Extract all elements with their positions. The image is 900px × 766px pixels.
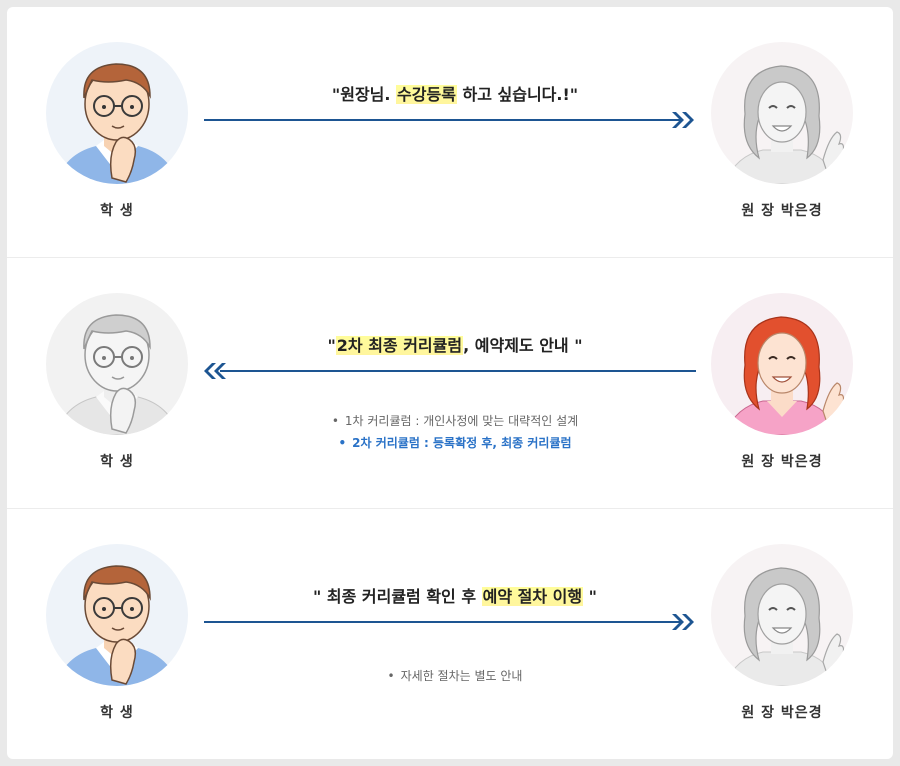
bullet-icon: • [388, 669, 395, 683]
director-illustration-inactive [711, 544, 853, 686]
director-avatar [711, 42, 853, 184]
arrow-left [204, 361, 696, 381]
student-illustration [46, 42, 188, 184]
student-avatar [46, 42, 188, 184]
director-illustration [711, 293, 853, 435]
arrow-right [204, 612, 696, 632]
message-post: , 예약제도 안내 " [463, 336, 582, 355]
step-row-2: 학 생 "2차 최종 커리큘럼, 예약제도 안내 " • 1차 커리큘럼 : 개인… [7, 258, 893, 508]
message-post: " [583, 587, 597, 606]
student-label: 학 생 [37, 451, 197, 471]
step-row-3: 학 생 " 최종 커리큘럼 확인 후 예약 절차 이행 " • 자세한 절차는 별… [7, 509, 893, 759]
director-avatar [711, 544, 853, 686]
director-label: 원 장 박은경 [702, 451, 862, 471]
director-label: 원 장 박은경 [702, 702, 862, 722]
student-avatar [46, 544, 188, 686]
message-text: "2차 최종 커리큘럼, 예약제도 안내 " [207, 332, 703, 356]
note-item-emphasis: • 2차 커리큘럼 : 등록확정 후, 최종 커리큘럼 [207, 432, 703, 454]
procedure-card: 학 생 "원장님. 수강등록 하고 싶습니다.!" 원 장 박은경 [7, 7, 893, 759]
message-text: " 최종 커리큘럼 확인 후 예약 절차 이행 " [207, 583, 703, 607]
message-highlight: 수강등록 [396, 85, 457, 104]
student-illustration [46, 544, 188, 686]
note-text: 자세한 절차는 별도 안내 [401, 669, 523, 683]
bullet-icon: • [338, 436, 346, 450]
student-avatar [46, 293, 188, 435]
director-illustration-inactive [711, 42, 853, 184]
student-label: 학 생 [37, 200, 197, 220]
message-pre: "원장님. [332, 85, 396, 104]
message-pre: " [327, 336, 335, 355]
notes-list: • 자세한 절차는 별도 안내 [207, 665, 703, 687]
message-highlight: 2차 최종 커리큘럼 [336, 336, 463, 355]
message-post: 하고 싶습니다.!" [457, 85, 578, 104]
message-pre: " 최종 커리큘럼 확인 후 [313, 587, 482, 606]
note-item: • 1차 커리큘럼 : 개인사정에 맞는 대략적인 설계 [207, 410, 703, 432]
bullet-icon: • [332, 414, 339, 428]
student-label: 학 생 [37, 702, 197, 722]
director-avatar [711, 293, 853, 435]
notes-list: • 1차 커리큘럼 : 개인사정에 맞는 대략적인 설계 • 2차 커리큘럼 : 등… [207, 410, 703, 454]
message-highlight: 예약 절차 이행 [482, 587, 583, 606]
director-label: 원 장 박은경 [702, 200, 862, 220]
note-text: 1차 커리큘럼 : 개인사정에 맞는 대략적인 설계 [345, 414, 578, 428]
student-illustration-inactive [46, 293, 188, 435]
message-text: "원장님. 수강등록 하고 싶습니다.!" [207, 81, 703, 105]
step-row-1: 학 생 "원장님. 수강등록 하고 싶습니다.!" 원 장 박은경 [7, 7, 893, 257]
note-text: 2차 커리큘럼 : 등록확정 후, 최종 커리큘럼 [352, 436, 571, 450]
arrow-right [204, 110, 696, 130]
note-item: • 자세한 절차는 별도 안내 [207, 665, 703, 687]
